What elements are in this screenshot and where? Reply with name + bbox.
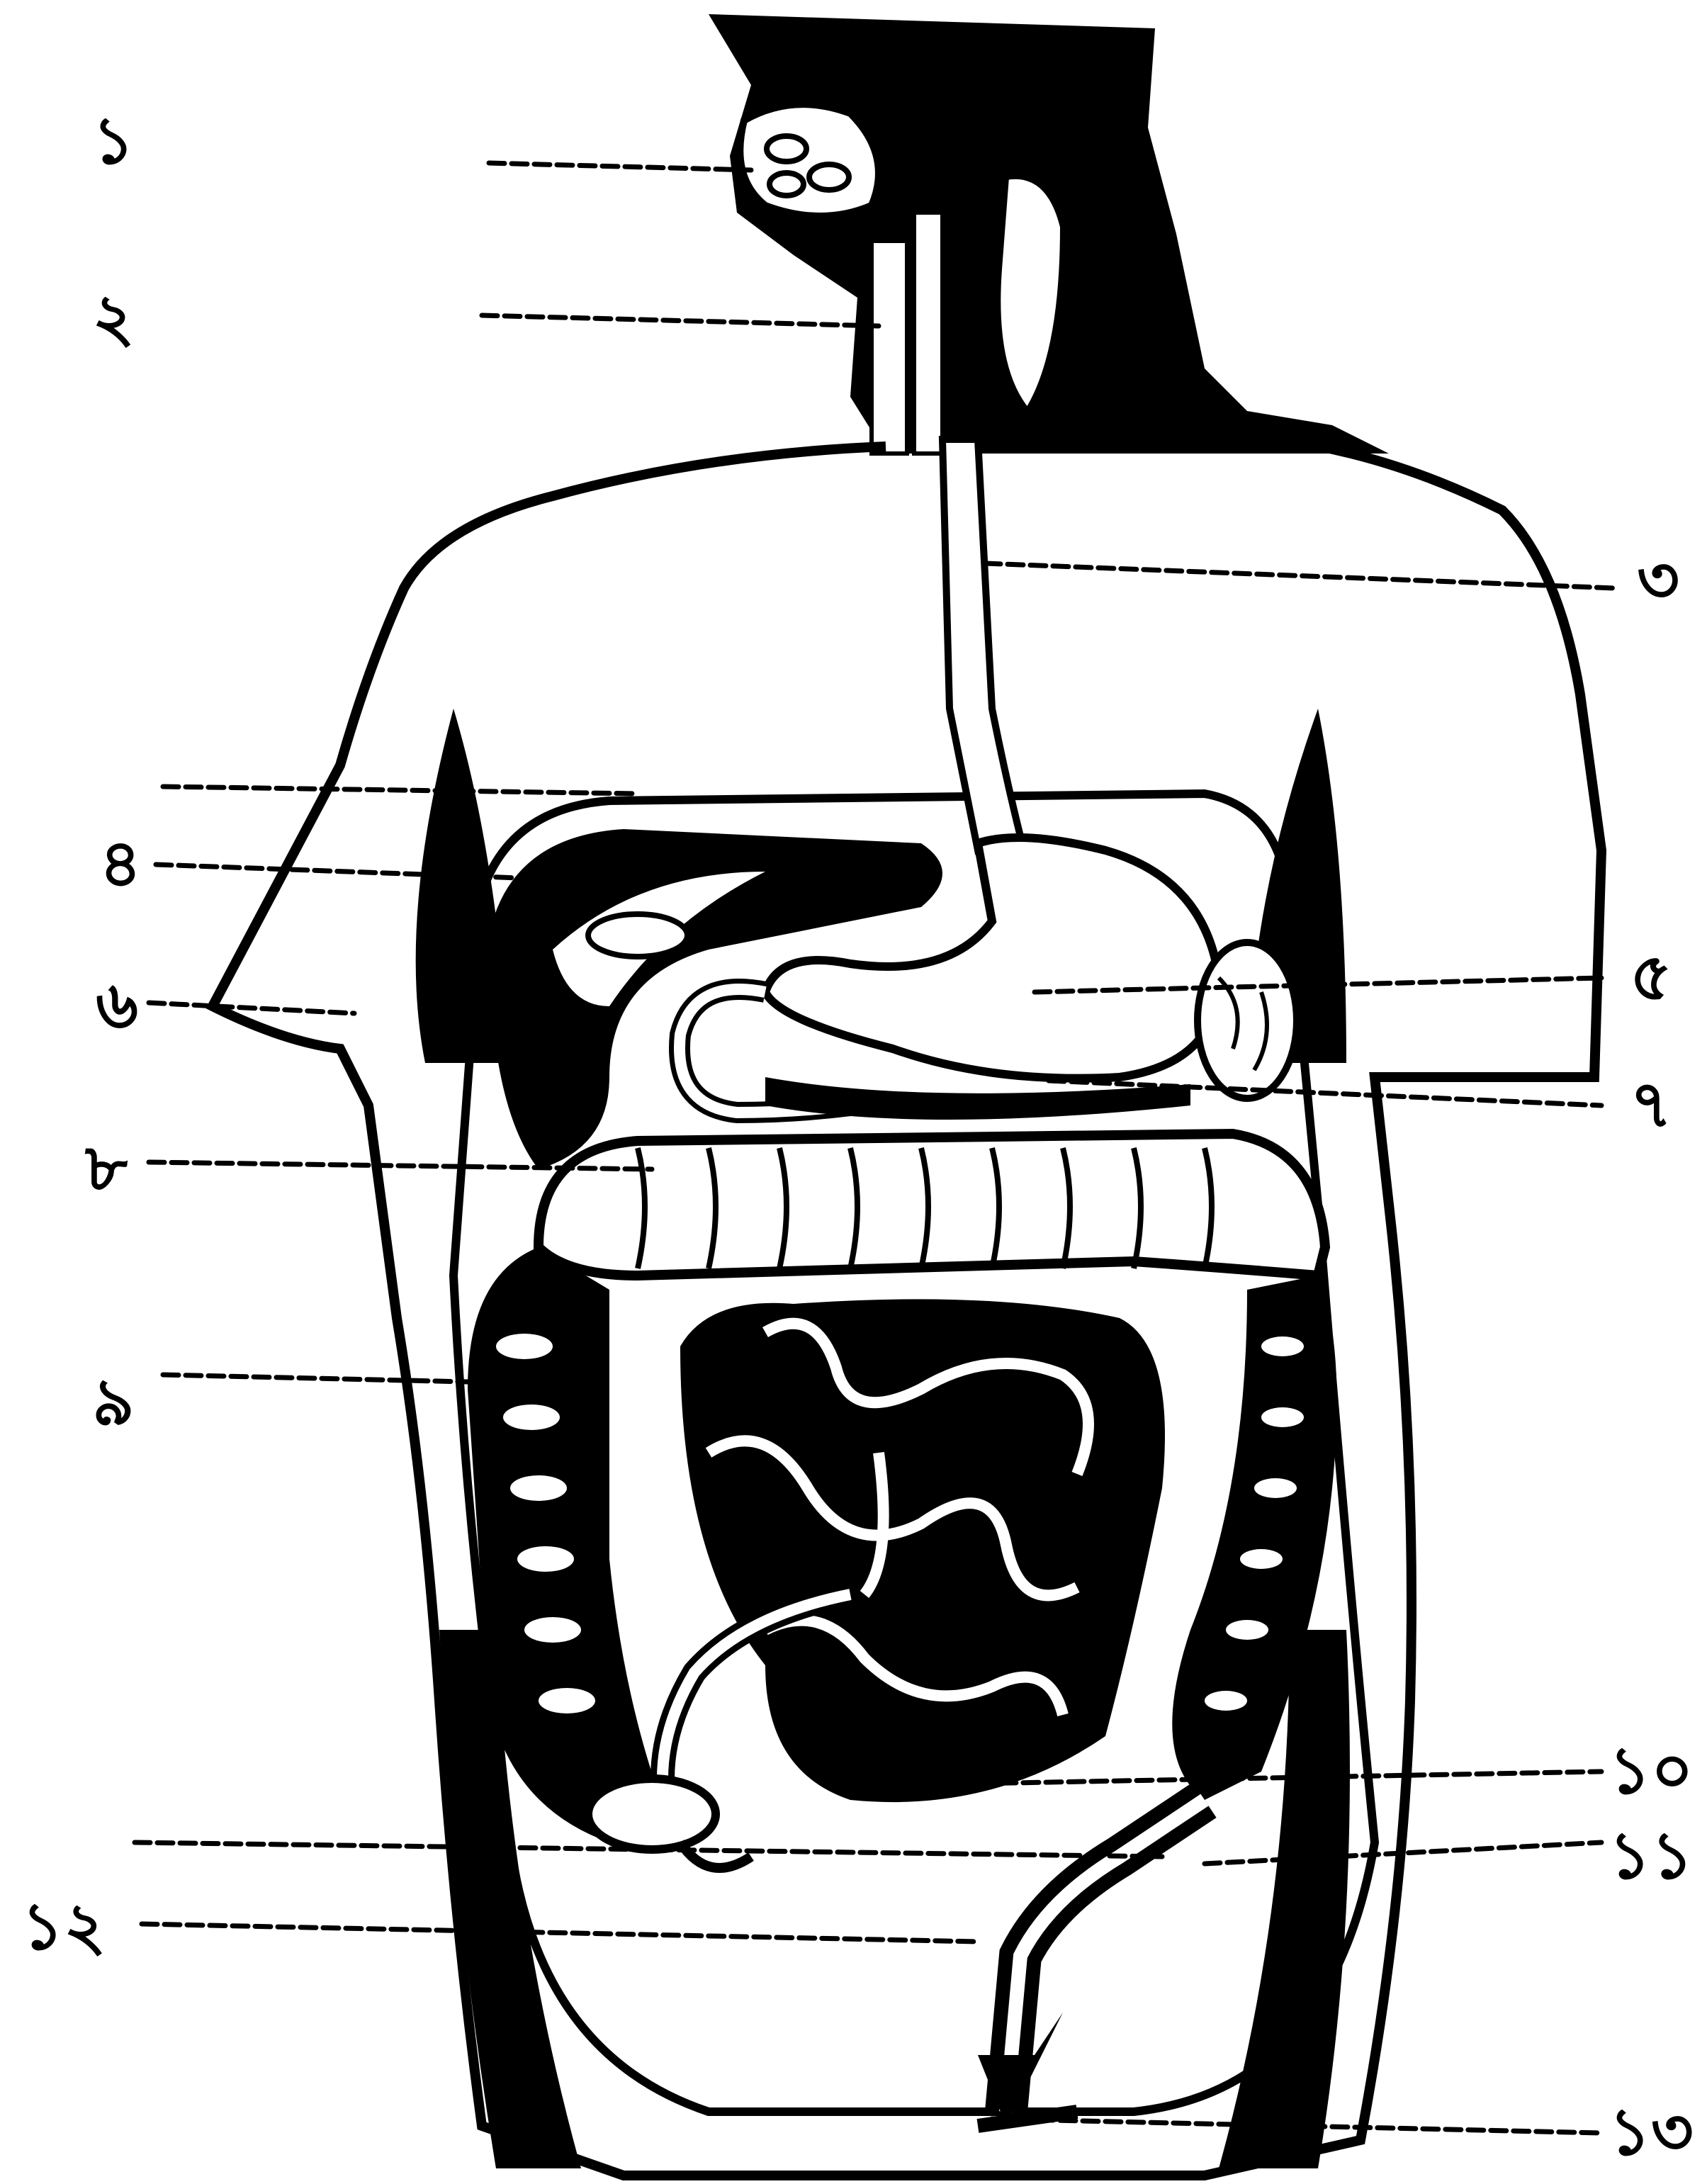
- label-4: ৪: [99, 826, 142, 901]
- cecum: [588, 1779, 716, 1850]
- leader-12: [142, 1924, 978, 1942]
- mouth-cavity: [740, 104, 879, 216]
- head-section: [709, 14, 1389, 454]
- leader-1: [489, 163, 751, 170]
- leader-9: [163, 1375, 468, 1382]
- leader-unlabeled-a: [163, 787, 638, 794]
- label-7: ৭: [1630, 1066, 1672, 1142]
- label-8: ৮: [84, 1130, 128, 1206]
- label-13: ১৩: [1609, 2094, 1694, 2170]
- label-5: ৫: [1630, 939, 1672, 1015]
- label-3: ৩: [1637, 542, 1679, 618]
- leader-6: [149, 1003, 354, 1013]
- label-9: ৯: [92, 1364, 135, 1440]
- label-11: ১১: [1609, 1818, 1693, 1893]
- label-6: ৬: [96, 967, 138, 1043]
- label-1: ১: [92, 103, 135, 179]
- tooth-1: [767, 136, 806, 162]
- label-2: ২: [92, 280, 135, 356]
- spleen: [1198, 942, 1297, 1098]
- label-12: ১২: [21, 1889, 106, 1964]
- tooth-2: [809, 164, 849, 190]
- tooth-3: [770, 173, 804, 196]
- label-10: ১০: [1609, 1733, 1694, 1808]
- leader-3: [985, 563, 1616, 588]
- small-intestine-mass: [680, 1299, 1165, 1802]
- leader-2: [482, 315, 879, 326]
- trachea: [872, 241, 907, 454]
- gallbladder: [588, 914, 687, 957]
- pharynx: [914, 213, 942, 454]
- esophagus: [942, 439, 1020, 850]
